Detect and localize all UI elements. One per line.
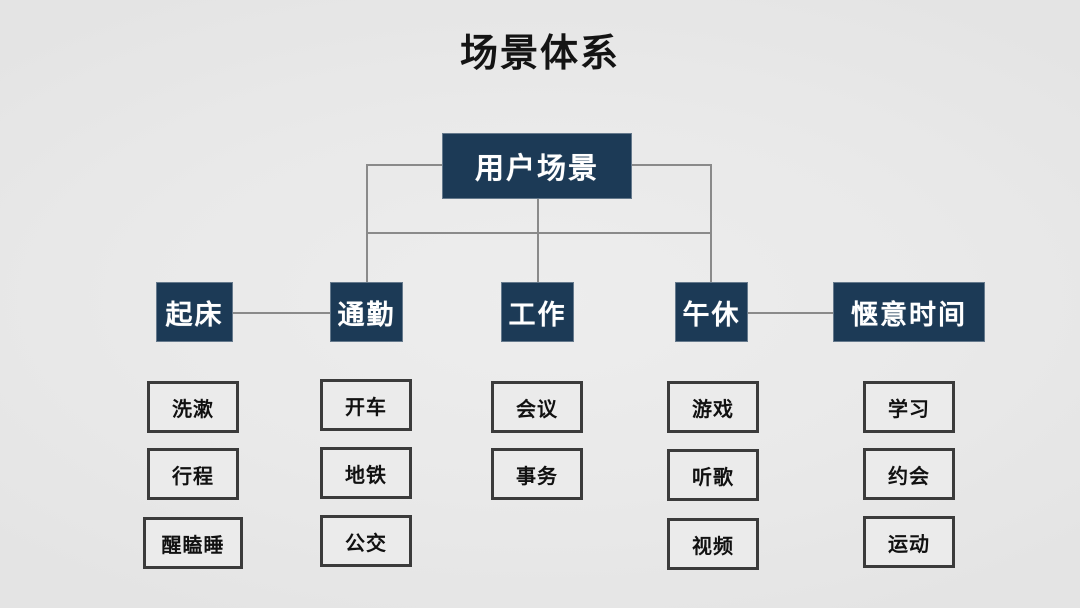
leaf-item[interactable]: 学习 bbox=[863, 381, 955, 433]
leaf-item[interactable]: 听歌 bbox=[667, 449, 759, 501]
leaf-label: 地铁 bbox=[345, 462, 387, 487]
leaf-label: 行程 bbox=[172, 463, 214, 488]
leaf-label: 运动 bbox=[888, 531, 930, 556]
node-branch-label: 起床 bbox=[165, 299, 224, 331]
page-title: 场景体系 bbox=[459, 31, 620, 75]
node-branch-tongqin[interactable]: 通勤 bbox=[330, 282, 403, 342]
node-branch-qichuang[interactable]: 起床 bbox=[156, 282, 233, 342]
leaf-label: 视频 bbox=[692, 533, 734, 558]
connector-bus-bar bbox=[366, 232, 712, 234]
leaf-label: 公交 bbox=[345, 530, 387, 555]
node-branch-label: 午休 bbox=[682, 299, 741, 331]
leaf-item[interactable]: 开车 bbox=[320, 379, 412, 431]
leaf-label: 听歌 bbox=[692, 464, 734, 489]
leaf-item[interactable]: 洗漱 bbox=[147, 381, 239, 433]
node-branch-wuxiu[interactable]: 午休 bbox=[675, 282, 748, 342]
connector-root-right-arm bbox=[632, 164, 712, 166]
leaf-item[interactable]: 运动 bbox=[863, 516, 955, 568]
node-branch-label: 惬意时间 bbox=[851, 299, 967, 331]
leaf-label: 会议 bbox=[516, 396, 558, 421]
leaf-item[interactable]: 会议 bbox=[491, 381, 583, 433]
leaf-item[interactable]: 游戏 bbox=[667, 381, 759, 433]
node-root-user-scenario[interactable]: 用户场景 bbox=[442, 133, 632, 199]
node-root-label: 用户场景 bbox=[474, 151, 599, 185]
leaf-item[interactable]: 事务 bbox=[491, 448, 583, 500]
leaf-item[interactable]: 行程 bbox=[147, 448, 239, 500]
connector-wakeup-to-commute bbox=[233, 312, 331, 314]
connector-root-left-arm bbox=[366, 164, 442, 166]
leaf-label: 洗漱 bbox=[172, 396, 214, 421]
node-branch-gongzuo[interactable]: 工作 bbox=[501, 282, 574, 342]
leaf-label: 游戏 bbox=[692, 396, 734, 421]
node-branch-qieyishijian[interactable]: 惬意时间 bbox=[833, 282, 985, 342]
leaf-label: 约会 bbox=[888, 463, 930, 488]
leaf-label: 开车 bbox=[345, 394, 387, 419]
connector-right-vertical bbox=[710, 164, 712, 284]
leaf-label: 醒瞌睡 bbox=[161, 532, 225, 557]
connector-lunchbreak-to-leisure bbox=[748, 312, 833, 314]
connector-left-vertical bbox=[366, 164, 368, 284]
leaf-label: 事务 bbox=[516, 463, 558, 488]
node-branch-label: 通勤 bbox=[337, 299, 396, 331]
leaf-item[interactable]: 地铁 bbox=[320, 447, 412, 499]
leaf-label: 学习 bbox=[888, 396, 930, 421]
leaf-item[interactable]: 醒瞌睡 bbox=[143, 517, 243, 569]
leaf-item[interactable]: 公交 bbox=[320, 515, 412, 567]
leaf-item[interactable]: 视频 bbox=[667, 518, 759, 570]
node-branch-label: 工作 bbox=[508, 299, 567, 331]
leaf-item[interactable]: 约会 bbox=[863, 448, 955, 500]
connector-center-vertical bbox=[537, 199, 539, 284]
